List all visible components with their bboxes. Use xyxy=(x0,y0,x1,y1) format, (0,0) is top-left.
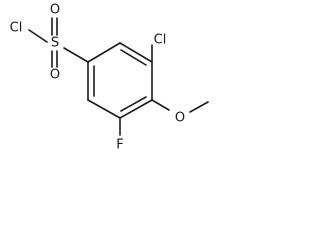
atom-label-ring-chlorine: Cl xyxy=(154,33,167,48)
atom-label-methoxy-oxygen: O xyxy=(175,111,185,126)
ring-double-bond-c2-c3 xyxy=(120,49,147,66)
atom-label-sulfonyl-chlorine: Cl xyxy=(10,21,23,36)
bond-ring-sulfur xyxy=(63,47,89,63)
atom-label-fluorine: F xyxy=(116,138,123,153)
ring-bond-c1-c2 xyxy=(87,42,121,63)
ring-bond-c4-c5 xyxy=(119,99,153,119)
bond-ring-oxygen-methoxy xyxy=(151,99,170,111)
atom-label-sulfur: S xyxy=(51,36,59,51)
atom-label-oxygen-top: O xyxy=(50,3,60,18)
bond-oxygen-methyl xyxy=(189,101,209,113)
ring-bond-c2-c3 xyxy=(119,42,153,63)
atom-label-oxygen-bottom: O xyxy=(50,68,60,83)
ring-double-bond-c4-c5 xyxy=(120,96,147,112)
bond-sulfur-chlorine xyxy=(28,29,48,43)
ring-bond-c5-c6 xyxy=(87,99,121,119)
chemical-structure-diagram: Cl S O O Cl O F xyxy=(10,3,209,153)
